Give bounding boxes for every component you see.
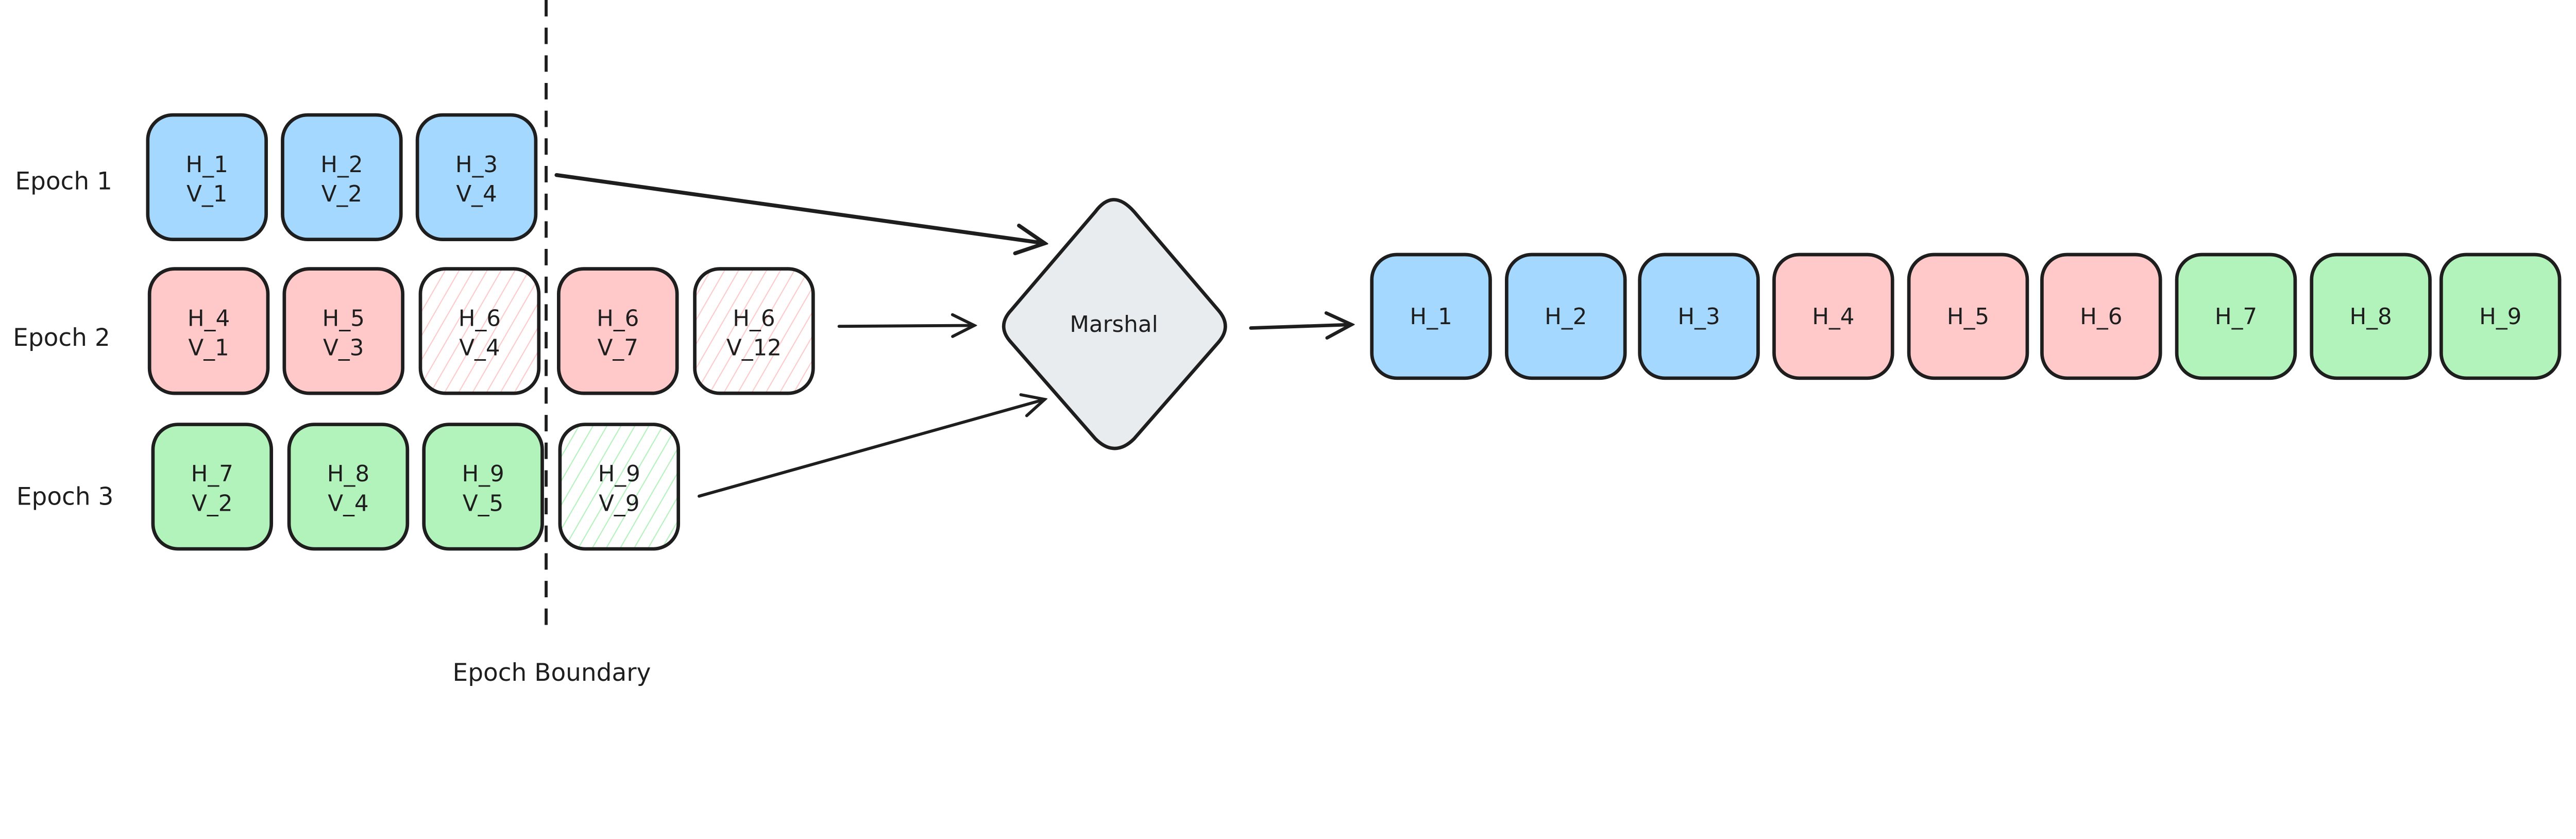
output-block-rect: [2175, 253, 2297, 380]
input-blocks: H_1V_1H_2V_2H_3V_4H_4V_1H_5V_3H_6V_4H_6V…: [146, 113, 815, 551]
output-block-rect: [1370, 253, 1492, 380]
block-rect: [282, 267, 404, 395]
hatched-block: H_9V_9: [558, 423, 681, 551]
block: H_8V_4: [287, 423, 410, 551]
arrow-epoch-1-to-marshal: [554, 173, 1045, 244]
block: H_9V_5: [422, 423, 544, 551]
output-block-label: H_8: [2349, 304, 2392, 330]
block: H_4V_1: [147, 267, 270, 395]
block: H_7V_2: [151, 423, 274, 551]
block-rect: [422, 423, 544, 551]
block-rect: [415, 113, 538, 241]
block-h-label: H_5: [323, 306, 365, 331]
block-rect: [558, 423, 681, 551]
block-v-label: V_2: [192, 491, 232, 516]
block-v-label: V_12: [726, 335, 782, 361]
output-blocks: H_1 H_2 H_3 H_4 H_5 H_6 H_7 H_8 H_9: [1370, 253, 2562, 380]
marshal-node: Marshal: [1002, 198, 1227, 450]
epoch-2-label: Epoch 2: [13, 324, 110, 352]
output-block-label: H_3: [1677, 304, 1720, 330]
block-h-label: H_9: [598, 461, 640, 487]
output-block: H_6: [2040, 253, 2162, 380]
block: H_2V_2: [281, 113, 403, 241]
output-block-rect: [2310, 253, 2432, 380]
output-block: H_3: [1638, 253, 1760, 380]
epoch-3-label: Epoch 3: [16, 483, 114, 511]
block: H_3V_4: [415, 113, 538, 241]
arrow-marshal-to-output: [1249, 325, 1351, 328]
output-block-rect: [2040, 253, 2162, 380]
block-rect: [281, 113, 403, 241]
hatched-block: H_6V_4: [418, 267, 541, 395]
block-v-label: V_5: [463, 491, 503, 516]
block-rect: [557, 267, 679, 395]
arrow-epoch-3-to-marshal: [697, 399, 1045, 498]
block-h-label: H_6: [459, 306, 501, 331]
output-block-label: H_2: [1545, 304, 1587, 330]
block-h-label: H_1: [186, 152, 228, 178]
block: H_6V_7: [557, 267, 679, 395]
hatched-block: H_6V_12: [693, 267, 815, 395]
marshal-label: Marshal: [1070, 312, 1158, 338]
marshal-diamond: [1002, 198, 1227, 450]
output-block-rect: [1504, 253, 1627, 380]
block-rect: [418, 267, 541, 395]
epoch-boundary-label: Epoch Boundary: [453, 659, 651, 687]
block-v-label: V_2: [321, 181, 362, 207]
block-v-label: V_9: [599, 491, 639, 516]
block-h-label: H_4: [188, 306, 230, 331]
output-block-label: H_6: [2080, 304, 2122, 330]
block-v-label: V_4: [459, 335, 500, 361]
block: H_1V_1: [146, 113, 268, 241]
output-block: H_7: [2175, 253, 2297, 380]
block-v-label: V_1: [188, 335, 229, 361]
epoch-1-label: Epoch 1: [15, 167, 112, 195]
block-v-label: V_4: [456, 181, 497, 207]
block-h-label: H_6: [733, 306, 775, 331]
block-v-label: V_3: [323, 335, 364, 361]
block-rect: [287, 423, 410, 551]
output-block-label: H_5: [1947, 304, 1989, 330]
block-h-label: H_6: [597, 306, 639, 331]
block-h-label: H_2: [320, 152, 363, 178]
output-block: H_5: [1907, 253, 2029, 380]
block: H_5V_3: [282, 267, 404, 395]
output-block: H_1: [1370, 253, 1492, 380]
block-rect: [146, 113, 268, 241]
block-h-label: H_8: [327, 461, 369, 487]
output-block-rect: [1772, 253, 1894, 380]
block-rect: [151, 423, 274, 551]
output-block: H_9: [2439, 253, 2562, 380]
output-block: H_4: [1772, 253, 1894, 380]
block-h-label: H_7: [191, 461, 233, 487]
block-v-label: V_1: [187, 181, 227, 207]
arrow-epoch-2-to-marshal: [837, 325, 974, 326]
output-block-rect: [2439, 253, 2562, 380]
output-block-label: H_7: [2215, 304, 2257, 330]
output-block-rect: [1638, 253, 1760, 380]
output-block-label: H_1: [1410, 304, 1452, 330]
output-block-label: H_4: [1812, 304, 1854, 330]
output-block-rect: [1907, 253, 2029, 380]
output-block: H_2: [1504, 253, 1627, 380]
output-block: H_8: [2310, 253, 2432, 380]
output-block-label: H_9: [2479, 304, 2521, 330]
block-v-label: V_4: [328, 491, 368, 516]
block-rect: [693, 267, 815, 395]
block-v-label: V_7: [598, 335, 638, 361]
diagram-canvas: Epoch Boundary Epoch 1 Epoch 2 Epoch 3 H…: [13, 0, 2562, 687]
block-rect: [147, 267, 270, 395]
block-h-label: H_3: [455, 152, 498, 178]
block-h-label: H_9: [462, 461, 504, 487]
